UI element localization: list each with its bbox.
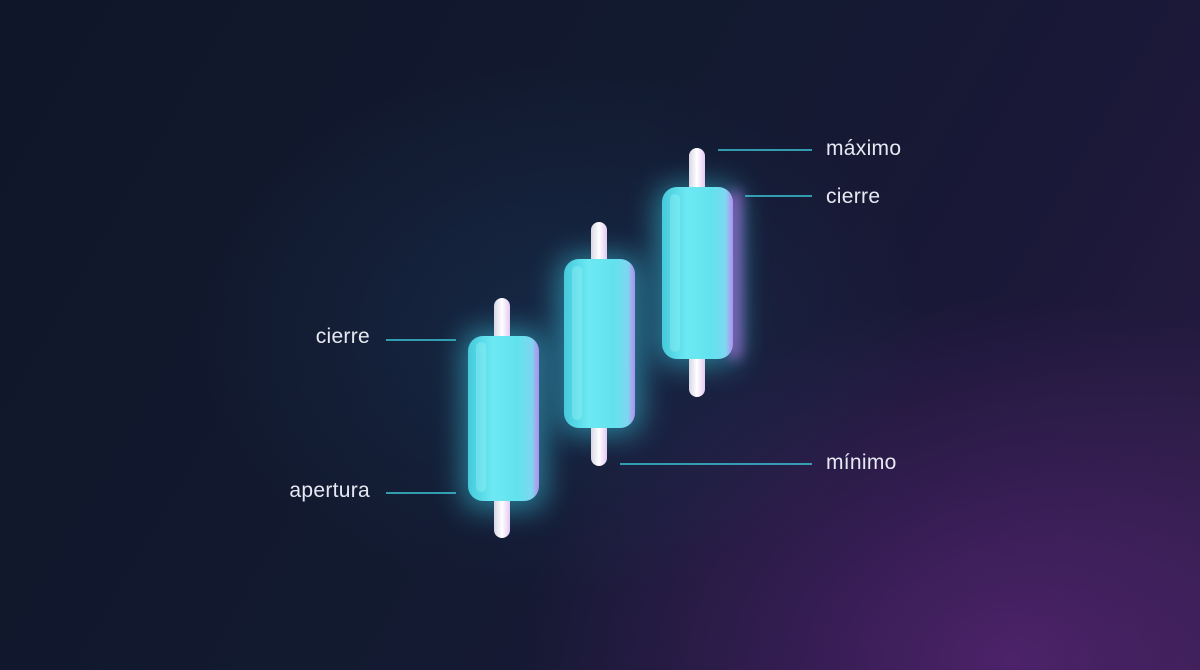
candle-3-highlight — [670, 194, 680, 352]
label-high: máximo — [826, 137, 902, 160]
candle-2-highlight — [572, 266, 582, 420]
label-low: mínimo — [826, 451, 897, 474]
candle-2-body — [564, 259, 635, 428]
candle-3-body — [662, 187, 733, 359]
candle-1-body — [468, 336, 539, 501]
candle-3 — [656, 148, 742, 397]
candle-1 — [462, 298, 546, 538]
label-open: apertura — [289, 479, 370, 502]
candle-2 — [558, 222, 642, 466]
label-close-right: cierre — [826, 185, 881, 208]
label-close-left: cierre — [315, 325, 370, 348]
candle-1-highlight — [476, 342, 486, 492]
